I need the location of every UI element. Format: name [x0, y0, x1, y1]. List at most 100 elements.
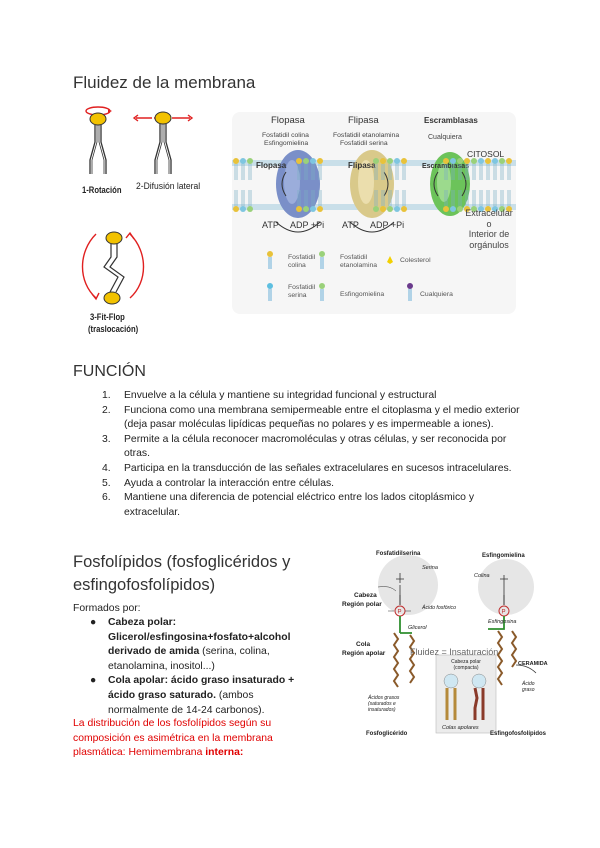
phospholipid-figure: P P Fosfatidilserina Esfingomielina Seri… [338, 545, 550, 741]
lipid-tail [402, 190, 406, 206]
lipid-tail [297, 164, 301, 180]
fig-cola: Cola [356, 641, 371, 648]
lipid-head [464, 206, 470, 212]
lipid-tail [486, 190, 490, 206]
distribution-note: La distribución de los fosfolípidos segú… [73, 717, 318, 761]
lipid-head [492, 158, 498, 164]
bullet-cabeza-rest: (serina, colina, etanolamina, inositol..… [108, 646, 270, 672]
lipid-head [380, 158, 386, 164]
function-item-text: Mantiene una diferencia de potencial elé… [124, 492, 475, 518]
lipid-tail [318, 164, 322, 180]
lipid-head [485, 158, 491, 164]
section-title-fluidez: Fluidez de la membrana [73, 73, 256, 92]
lipid-tail [493, 190, 497, 206]
lipid-tail [472, 164, 476, 180]
lipid-tail [444, 164, 448, 180]
fig-cabeza-polar: Cabeza polar (compacta) [448, 659, 484, 671]
function-item-text: Funciona como una membrana semipermeable… [124, 404, 520, 431]
lipid-head [394, 158, 400, 164]
lipid-head [499, 206, 505, 212]
legend-pe: Fosfatidil etanolamina [340, 254, 377, 270]
lipid-head [387, 158, 393, 164]
fig-fosfatidilserina: Fosfatidilserina [376, 551, 421, 557]
legend-ps: Fosfatidil serina [288, 284, 315, 300]
flopasa-title: Flopasa [271, 115, 305, 126]
legend-pc-1: Fosfatidil [288, 254, 316, 261]
lipid-head [317, 158, 323, 164]
atp-label-1: ATP [262, 220, 279, 230]
flopasa-sub2: Esfingomielina [264, 140, 309, 147]
bullet-cola: ● Cola apolar: ácido graso insaturado + … [90, 674, 312, 718]
flipasa-title: Flipasa [348, 115, 379, 126]
lipid-tail [374, 164, 378, 180]
fig-acido-graso-1: Ácido [522, 681, 535, 687]
phospholipid-svg: P P [377, 555, 537, 734]
lipid-tail [451, 164, 455, 180]
flip-flop-lipid [81, 231, 145, 305]
function-item-text: Participa en la transducción de las seña… [124, 462, 512, 474]
lipid-head [310, 206, 316, 212]
flipasa-sub2: Fosfatidil serina [340, 140, 388, 147]
lipid-tail [395, 164, 399, 180]
lipid-tail [311, 164, 315, 180]
adp-label-2: ADP +Pi [370, 220, 405, 230]
extracelular-label: Extracelular o Interior de orgánulos [459, 208, 519, 250]
escramblasas-title: Escramblasas [424, 116, 478, 125]
fig-colas-apolares: Colas apolares [442, 725, 479, 731]
fig-region-polar: Región polar [342, 601, 382, 608]
function-item-number: 4. [102, 462, 111, 474]
flipasa-sub1: Fosfatidil etanolamina [333, 132, 400, 139]
fig-esfingofosfolipidos: Esfingofosfolípidos [490, 731, 546, 737]
lipid-head [478, 158, 484, 164]
lipid-head [471, 158, 477, 164]
lipid-head [471, 206, 477, 212]
extra-line-4: orgánulos [469, 239, 509, 250]
lipid-head [401, 158, 407, 164]
function-item-number: 2. [102, 404, 111, 416]
lipid-head [233, 206, 239, 212]
lipid-tail [234, 164, 238, 180]
lipid-head [387, 206, 393, 212]
lipid-head [233, 158, 239, 164]
lipid-tail [507, 190, 511, 206]
lipid-tail [458, 164, 462, 180]
legend-colesterol: Colesterol [400, 257, 431, 264]
bullet-dot: ● [90, 617, 97, 628]
bullet-cola-rest: (ambos normalmente de 14-24 carbonos). [108, 689, 265, 716]
function-item-text: Ayuda a controlar la interacción entre c… [124, 477, 335, 489]
lipid-tail [241, 164, 245, 180]
distribution-bold: interna: [205, 747, 244, 759]
adp-label-1: ADP +Pi [290, 220, 325, 230]
function-list: 1. Envuelve a la célula y mantiene su int… [102, 389, 522, 520]
lipid-head [450, 206, 456, 212]
svg-text:P: P [502, 610, 506, 616]
legend-ps-1: Fosfatidil [288, 284, 316, 291]
fig-fluidez: Fluidez = Insaturación [410, 647, 499, 657]
lipid-tail [451, 190, 455, 206]
fig-acido-fosforico: Ácido fosfórico [422, 605, 457, 611]
lipid-tail [304, 190, 308, 206]
lipid-head [296, 206, 302, 212]
flipasa-label: Flipasa [348, 161, 376, 170]
lipid-tail [444, 190, 448, 206]
fig-esfingomielina: Esfingomielina [482, 553, 525, 559]
lipid-tail [395, 190, 399, 206]
bullet-cabeza-label: Cabeza polar: [108, 617, 177, 628]
function-item-number: 1. [102, 390, 111, 401]
svg-text:P: P [398, 610, 402, 616]
lipid-head [240, 206, 246, 212]
bullet-dot: ● [90, 675, 97, 687]
atp-label-2: ATP [342, 220, 359, 230]
lipid-tail [465, 164, 469, 180]
function-item: 2. Funciona como una membrana semipermeab… [102, 404, 522, 433]
label-difusion-lateral: 2-Difusión lateral [136, 181, 201, 192]
lipid-head [450, 158, 456, 164]
function-item: 3.Permite a la célula reconocer macromol… [102, 433, 522, 462]
fig-cabeza: Cabeza [354, 592, 377, 599]
lipid-head [457, 158, 463, 164]
function-item-text: Envuelve a la célula y mantiene su integ… [124, 390, 437, 401]
lipid-tail [374, 190, 378, 206]
lipid-tail [479, 190, 483, 206]
legend-pc-2: colina [288, 262, 306, 269]
legend-pe-2: etanolamina [340, 262, 378, 269]
